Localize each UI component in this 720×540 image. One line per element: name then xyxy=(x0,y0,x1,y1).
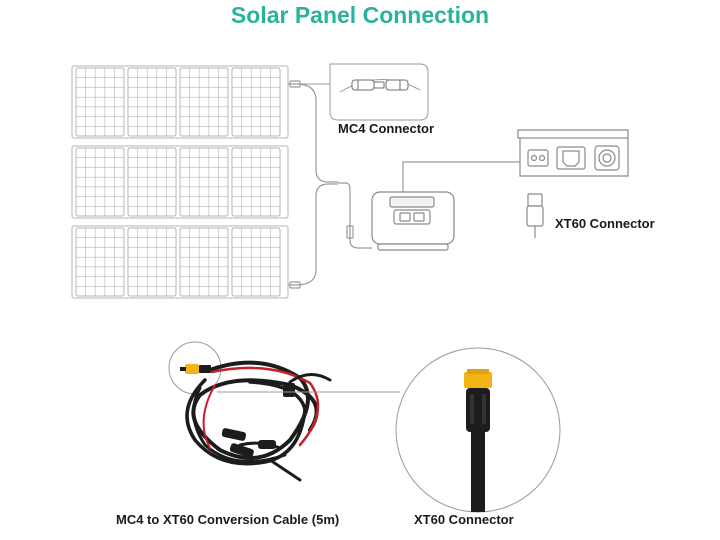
xt60-connector-label-top: XT60 Connector xyxy=(555,216,655,231)
solar-panel-cell xyxy=(179,227,229,297)
solar-panel-cell xyxy=(179,67,229,137)
solar-panel-cell xyxy=(127,147,177,217)
mc4-cable-plugs xyxy=(221,383,295,458)
solar-panel-cell xyxy=(75,67,125,137)
page-title: Solar Panel Connection xyxy=(230,2,490,28)
cable-zoom-circle xyxy=(168,341,222,395)
solar-panel-cell xyxy=(179,147,229,217)
solar-panel-cell xyxy=(231,147,281,217)
xt60-plug-icon xyxy=(526,193,544,238)
solar-panel-row xyxy=(71,65,289,139)
solar-panel-array xyxy=(71,65,289,299)
conversion-cable-image xyxy=(185,360,332,482)
panel-wiring xyxy=(288,80,530,289)
solar-panel-cell xyxy=(127,227,177,297)
power-station-icon xyxy=(371,191,455,251)
solar-panel-row xyxy=(71,225,289,299)
solar-panel-cell xyxy=(75,147,125,217)
solar-panel-cell xyxy=(75,227,125,297)
xt60-cable xyxy=(471,432,485,512)
solar-panel-cell xyxy=(127,67,177,137)
mc4-callout xyxy=(300,63,429,121)
mc4-connector-label: MC4 Connector xyxy=(338,121,435,136)
xt60-connector-head xyxy=(464,372,492,388)
mc4-plug-icon xyxy=(351,79,409,91)
xt60-connector-body xyxy=(466,388,490,432)
solar-panel-cell xyxy=(231,67,281,137)
solar-panel-cell xyxy=(231,227,281,297)
power-station-port-panel xyxy=(517,129,629,177)
cable-label: MC4 to XT60 Conversion Cable (5m) xyxy=(116,512,340,527)
solar-panel-row xyxy=(71,145,289,219)
xt60-connector-label-bottom: XT60 Connector xyxy=(414,512,514,527)
xt60-zoom-circle xyxy=(395,347,561,513)
